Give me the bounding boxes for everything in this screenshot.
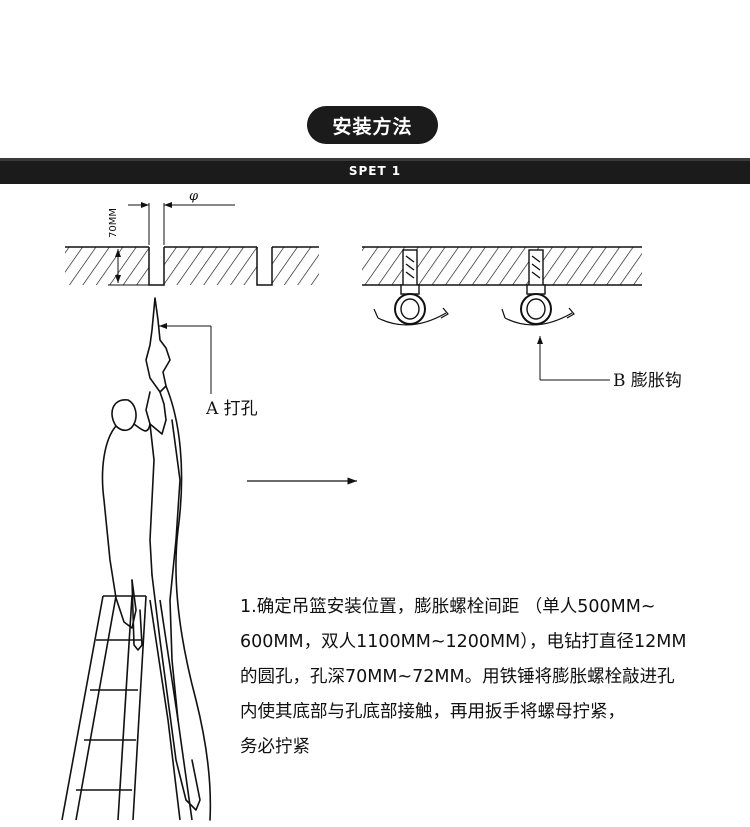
left-ceiling-slab <box>65 246 319 285</box>
drilled-hole-right <box>256 247 273 286</box>
section-title-badge: 安装方法 <box>307 106 438 144</box>
instruction-line: 600MM，双人1100MM~1200MM），电钻打直径12MM <box>240 632 687 652</box>
instruction-line: 务必拧紧 <box>240 737 310 757</box>
callout-b-leader <box>537 336 610 381</box>
banner-highlight <box>0 158 750 161</box>
expansion-hook-left <box>373 249 449 326</box>
callout-b-label: B 膨胀钩 <box>613 371 682 391</box>
instruction-line: 1.确定吊篮安装位置，膨胀螺栓间距 （单人500MM~ <box>240 597 656 617</box>
depth-dimension-label: 70MM <box>108 208 119 238</box>
step-banner: SPET 1 <box>0 158 750 184</box>
worker-outline <box>101 297 212 821</box>
callout-a-leader <box>159 323 212 394</box>
ladder <box>61 595 193 821</box>
callout-a-label: A 打孔 <box>205 399 258 419</box>
expansion-hook-right <box>501 249 575 326</box>
step-label: SPET 1 <box>348 164 402 178</box>
instruction-line: 内使其底部与孔底部接触，再用扳手将螺母拧紧， <box>240 702 625 722</box>
instruction-line: 的圆孔，孔深70MM~72MM。用铁锤将膨胀螺栓敲进孔 <box>240 667 675 687</box>
depth-dimension <box>108 246 149 286</box>
diameter-dimension <box>128 202 235 245</box>
drilled-hole-left <box>148 247 165 286</box>
section-title: 安装方法 <box>332 115 413 138</box>
installation-instructions: 1.确定吊篮安装位置，膨胀螺栓间距 （单人500MM~ 600MM，双人1100… <box>240 590 740 765</box>
diameter-dimension-label: φ <box>189 189 199 204</box>
